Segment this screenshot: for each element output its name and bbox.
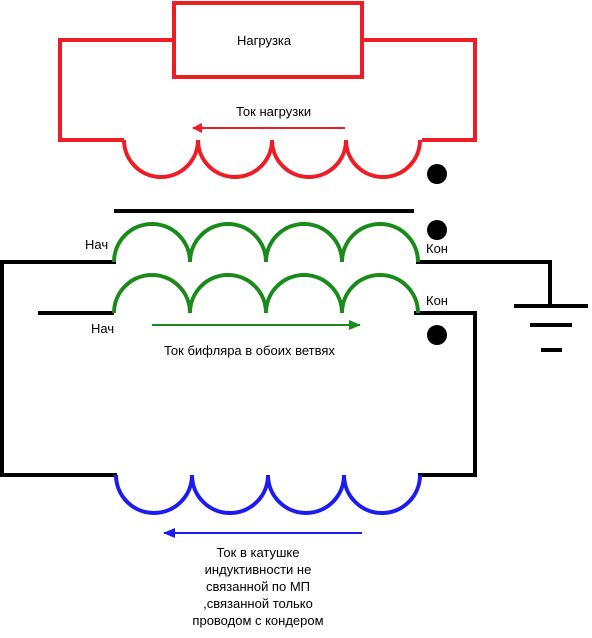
bifilar-windings — [112, 222, 420, 314]
polarity-dot — [427, 164, 447, 184]
bifilar-winding-bottom — [112, 273, 420, 314]
load-circuit — [58, 1, 477, 179]
load-wire — [58, 38, 174, 142]
load-winding — [122, 139, 422, 179]
inductor-note: Ток в катушке индуктивности не связанной… — [192, 545, 324, 628]
load-label: Нагрузка — [237, 33, 292, 48]
bifilar-current-label: Ток бифляра в обоих ветвях — [164, 343, 335, 358]
connection-wires — [0, 260, 588, 477]
wire-right-loop — [414, 311, 477, 477]
polarity-dot — [427, 220, 447, 240]
bifilar-winding-top — [112, 222, 420, 263]
end-label-top: Кон — [426, 241, 448, 256]
load-current-label: Ток нагрузки — [236, 104, 312, 119]
load-wire-right — [362, 38, 477, 142]
end-label-bottom: Кон — [426, 293, 448, 308]
start-label-bottom: Нач — [91, 321, 115, 336]
inductor-winding — [114, 474, 422, 515]
start-label-top: Нач — [85, 237, 109, 252]
wire-to-ground — [416, 260, 552, 306]
wire-left-loop — [0, 260, 117, 477]
polarity-dot — [427, 325, 447, 345]
